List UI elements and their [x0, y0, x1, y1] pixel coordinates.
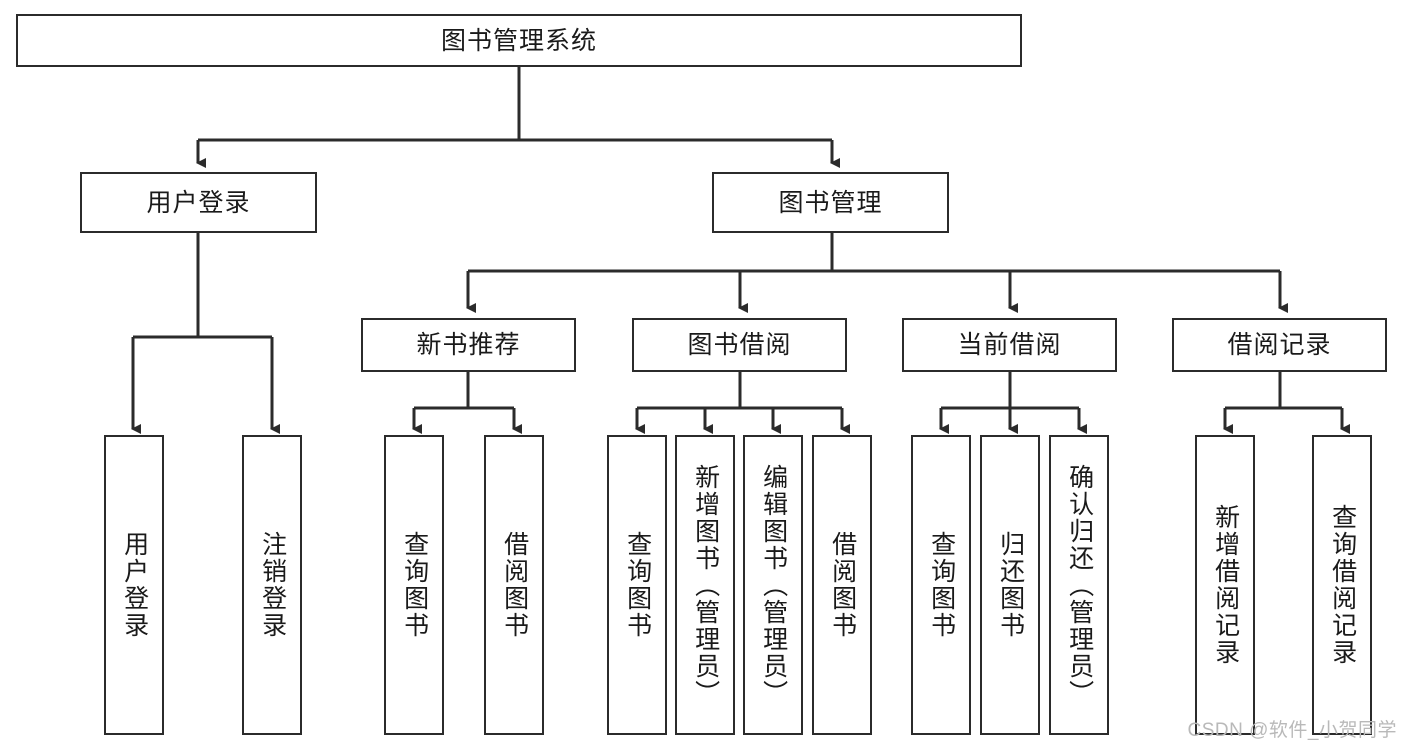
node-book-borrow[interactable]: 图书借阅 — [632, 318, 847, 372]
node-leaf-edit-book-admin[interactable]: 编辑图书（管理员） — [743, 435, 803, 735]
node-label: 用户登录 — [146, 188, 251, 217]
node-borrow-record[interactable]: 借阅记录 — [1172, 318, 1387, 372]
node-label: 图书管理系统 — [440, 26, 597, 55]
node-label: 图书管理 — [778, 188, 883, 217]
node-label: 借阅记录 — [1227, 331, 1332, 359]
node-leaf-logout[interactable]: 注销登录 — [242, 435, 302, 735]
node-current-borrow[interactable]: 当前借阅 — [902, 318, 1117, 372]
node-leaf-query-book-borrow[interactable]: 查询图书 — [607, 435, 667, 735]
node-leaf-user-login[interactable]: 用户登录 — [104, 435, 164, 735]
node-label: 查询图书 — [623, 531, 652, 639]
node-root-book-management-system[interactable]: 图书管理系统 — [16, 14, 1022, 67]
node-leaf-add-borrow-record[interactable]: 新增借阅记录 — [1195, 435, 1255, 735]
node-label: 当前借阅 — [957, 331, 1062, 359]
node-leaf-borrow-book[interactable]: 借阅图书 — [812, 435, 872, 735]
node-leaf-query-book-recommend[interactable]: 查询图书 — [384, 435, 444, 735]
node-label: 编辑图书（管理员） — [759, 463, 788, 707]
node-label: 新增借阅记录 — [1211, 504, 1240, 666]
node-label: 查询图书 — [927, 531, 956, 639]
node-label: 确认归还（管理员） — [1065, 463, 1094, 707]
node-label: 图书借阅 — [687, 331, 792, 359]
node-new-book-recommend[interactable]: 新书推荐 — [361, 318, 576, 372]
node-leaf-confirm-return-admin[interactable]: 确认归还（管理员） — [1049, 435, 1109, 735]
node-leaf-query-borrow-record[interactable]: 查询借阅记录 — [1312, 435, 1372, 735]
node-book-management[interactable]: 图书管理 — [712, 172, 949, 233]
node-leaf-borrow-book-recommend[interactable]: 借阅图书 — [484, 435, 544, 735]
node-label: 注销登录 — [258, 531, 287, 639]
node-user-login[interactable]: 用户登录 — [80, 172, 317, 233]
node-label: 新书推荐 — [416, 331, 521, 359]
node-label: 查询图书 — [400, 531, 429, 639]
node-label: 借阅图书 — [500, 531, 529, 639]
node-label: 用户登录 — [120, 531, 149, 639]
node-label: 借阅图书 — [828, 531, 857, 639]
node-label: 查询借阅记录 — [1328, 504, 1357, 666]
csdn-watermark: CSDN @软件_小贺同学 — [1187, 720, 1397, 741]
node-leaf-add-book-admin[interactable]: 新增图书（管理员） — [675, 435, 735, 735]
node-label: 归还图书 — [996, 531, 1025, 639]
node-leaf-return-book[interactable]: 归还图书 — [980, 435, 1040, 735]
node-label: 新增图书（管理员） — [691, 463, 720, 707]
node-leaf-query-book-current[interactable]: 查询图书 — [911, 435, 971, 735]
